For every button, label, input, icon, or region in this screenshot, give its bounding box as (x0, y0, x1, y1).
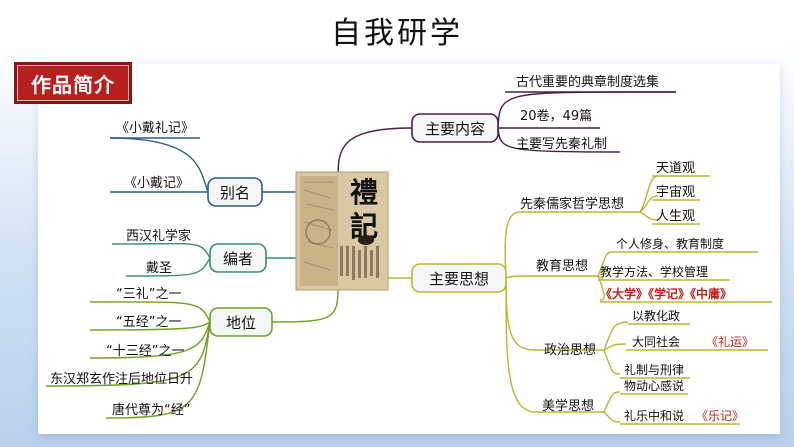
content-item-2: 20卷，49篇 (520, 108, 592, 124)
status-item-2: “五经”之一 (116, 315, 181, 330)
editor-item-1: 西汉礼学家 (126, 228, 191, 244)
education-item-1: 个人修身、教育制度 (616, 236, 724, 251)
status-item-1: “三礼”之一 (116, 286, 181, 302)
alias-connectors (109, 137, 296, 193)
node-status[interactable]: 地位 (209, 307, 273, 337)
thought-connectors (388, 175, 772, 425)
node-content-label: 主要内容 (425, 120, 485, 138)
status-item-4: 东汉郑玄作注后地位日升 (50, 372, 193, 387)
node-editor[interactable]: 编者 (209, 243, 267, 273)
aesthetics-item-1: 物动心感说 (624, 378, 684, 393)
status-item-3: “十三经”之一 (106, 344, 184, 359)
politics-item-3: 《礼运》 (706, 334, 754, 349)
alias-item-1: 《小戴礼记》 (116, 120, 194, 136)
alias-item-2: 《小戴记》 (124, 176, 189, 191)
philosophy-item-2: 宇宙观 (656, 185, 695, 200)
node-alias[interactable]: 别名 (207, 177, 263, 207)
node-status-label: 地位 (226, 314, 256, 332)
node-content[interactable]: 主要内容 (411, 113, 499, 143)
editor-item-2: 戴圣 (146, 261, 172, 276)
book-title-char-1: 禮 (350, 176, 378, 209)
node-alias-label: 别名 (220, 184, 250, 202)
page-title: 自我研学 (331, 16, 463, 51)
aesthetics-label: 美学思想 (542, 398, 594, 414)
section-badge: 作品简介 (14, 62, 132, 104)
node-thought[interactable]: 主要思想 (411, 263, 507, 293)
education-label: 教育思想 (536, 258, 588, 274)
education-item-2: 教学方法、学校管理 (600, 264, 708, 279)
node-thought-label: 主要思想 (429, 270, 489, 288)
philosophy-item-3: 人生观 (656, 209, 695, 224)
mindmap-panel (38, 64, 780, 434)
content-item-1: 古代重要的典章制度选集 (516, 74, 659, 90)
book-cover-image: 禮 記 (295, 171, 389, 291)
status-connectors (45, 289, 339, 419)
politics-label: 政治思想 (544, 342, 596, 358)
node-editor-label: 编者 (223, 250, 253, 268)
politics-item-2: 大同社会 (632, 334, 680, 349)
politics-item-4: 礼制与刑律 (624, 362, 684, 377)
philosophy-item-1: 天道观 (656, 161, 695, 176)
content-item-3: 主要写先秦礼制 (516, 136, 607, 152)
editor-connectors (111, 242, 296, 277)
content-connectors (337, 91, 677, 181)
education-item-3: 《大学》《学记》《中庸》 (600, 286, 732, 301)
philosophy-label: 先秦儒家哲学思想 (520, 196, 624, 212)
aesthetics-item-3: 《乐记》 (696, 409, 744, 423)
status-item-5: 唐代尊为“经” (112, 402, 190, 418)
aesthetics-item-2: 礼乐中和说 (624, 408, 684, 423)
politics-item-1: 以教化政 (632, 308, 680, 323)
